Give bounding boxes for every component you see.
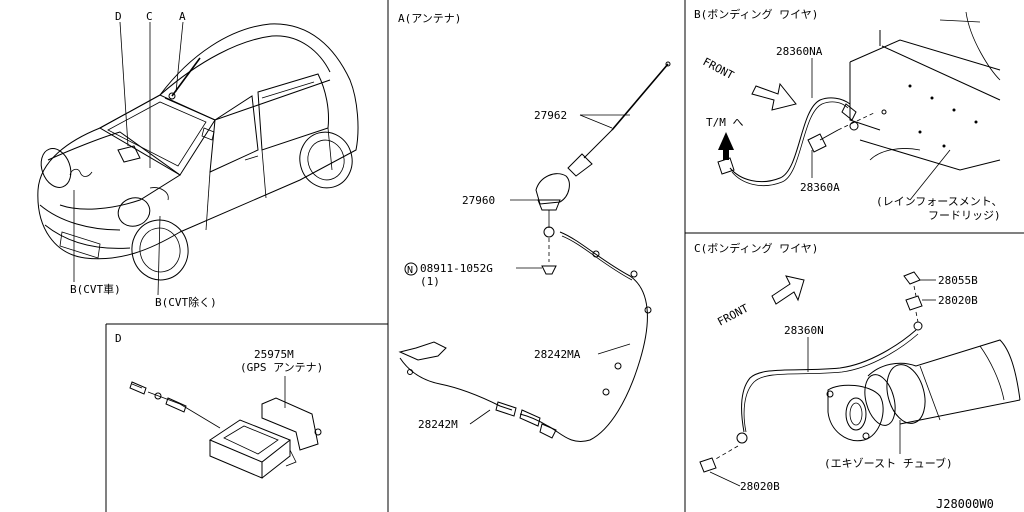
gps-part-number: 25975M [254,348,294,361]
panel-c-title: C(ボンディング ワイヤ) [694,241,818,255]
letter-a: A [179,10,186,23]
panel-c-drawing: C(ボンディング ワイヤ) FRONT 28055B 2 [694,241,1021,493]
label-08911: 08911-1052G [420,262,493,275]
panel-d-drawing: D 25975M (GPS アンテナ) [115,332,323,479]
panel-b-title: B(ボンディング ワイヤ) [694,7,818,21]
label-27962: 27962 [534,109,567,122]
car-overview [37,21,359,296]
nut-symbol: N [407,265,413,276]
letter-c: C [146,10,153,23]
note-exhaust-tube: (エキゾースト チューブ) [824,456,953,470]
panel-dividers [105,0,1024,512]
label-b-cvt-with: B(CVT車) [70,282,121,296]
label-28360a: 28360A [800,181,840,194]
label-28020b-bottom: 28020B [740,480,780,493]
label-28242m: 28242M [418,418,458,431]
label-b-cvt-without: B(CVT除く) [155,295,217,309]
tm-label: T/M へ [706,116,744,129]
label-28242ma: 28242MA [534,348,581,361]
label-28360n: 28360N [784,324,824,337]
figure-code: J28000W0 [936,497,994,511]
panel-a-title: A(アンテナ) [398,12,461,25]
nut-symbol-circle [404,262,418,276]
front-label-c: FRONT [715,301,751,328]
letter-d: D [115,10,122,23]
panel-d-title: D [115,332,122,345]
note-b-line1: (レインフォースメント、 [876,195,1003,208]
panel-a-drawing: A(アンテナ) [398,12,671,442]
front-label-b: FRONT [701,55,737,82]
panel-b-drawing: B(ボンディング ワイヤ) FRONT T/M へ [694,7,1003,222]
gps-description: (GPS アンテナ) [240,361,323,374]
overview-letters: D C A B(CVT車) B(CVT除く) [70,10,217,309]
label-08911-qty: (1) [420,275,440,288]
label-28020b-top: 28020B [938,294,978,307]
label-28360na: 28360NA [776,45,823,58]
note-b-line2: フードリッジ) [928,209,1001,222]
tm-arrow-icon [718,132,734,160]
label-28055b: 28055B [938,274,978,287]
label-27960: 27960 [462,194,495,207]
panel-a-labels: 27962 27960 N 08911-1052G (1) 28242MA 28… [404,109,581,431]
